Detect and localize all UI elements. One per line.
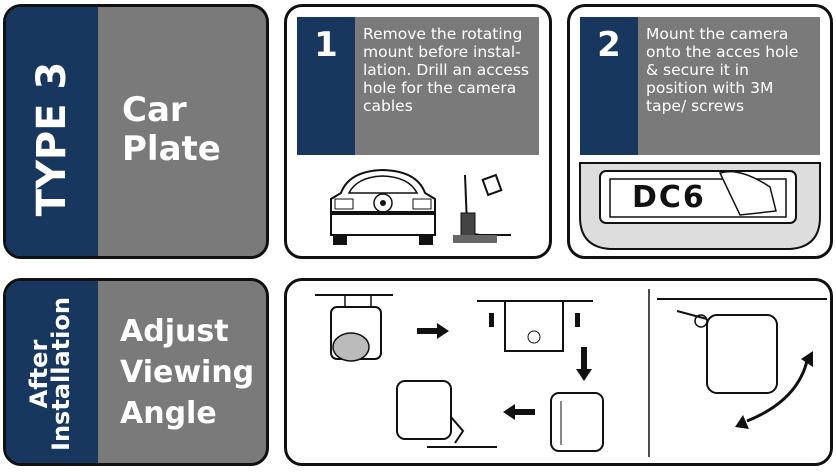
after-title-line2: Viewing [120, 355, 255, 390]
rotate-arrow-icon [735, 351, 813, 429]
step1-text: Remove the rotating mount before instal-… [355, 17, 539, 155]
adjust-angle-illustration [315, 289, 827, 457]
installation-label: Installation [47, 297, 75, 451]
mount-bracket-icon [477, 300, 593, 352]
after-title: Adjust Viewing Angle [120, 311, 254, 434]
car-rear-illustration [330, 168, 436, 245]
camera-mounted-icon [396, 380, 497, 448]
after-installation-tab-label: After Installation [25, 284, 75, 463]
after-title-line1: Adjust [120, 314, 229, 349]
after-installation-tab [6, 281, 98, 463]
adjust-angle-card [284, 278, 833, 466]
step1-number: 1 [297, 17, 355, 155]
drill-mount-illustration [453, 173, 511, 243]
step2-text: Mount the camera onto the acces hole & s… [638, 17, 820, 155]
camera-side-view-icon [550, 392, 604, 452]
type3-panel: TYPE 3 Car Plate [3, 4, 269, 259]
arrow-left-icon [503, 404, 535, 420]
angle-adjust-camera-icon [657, 298, 827, 394]
arrow-down-icon [576, 347, 592, 381]
camera-with-mount-icon [315, 294, 393, 362]
arrow-right-icon [417, 323, 449, 339]
type3-tab-label: TYPE 3 [29, 61, 75, 217]
plate-text: DC6 [632, 180, 706, 215]
type3-title: Car Plate [122, 90, 221, 170]
type3-title-line2: Plate [122, 129, 221, 170]
type3-title-line1: Car [122, 90, 187, 130]
step2-card: 2 Mount the camera onto the acces hole &… [567, 4, 833, 259]
after-installation-panel: After Installation Adjust Viewing Angle [3, 278, 269, 466]
step2-header: 2 Mount the camera onto the acces hole &… [580, 17, 820, 155]
step1-header: 1 Remove the rotating mount before insta… [297, 17, 539, 155]
step2-number: 2 [580, 17, 638, 155]
license-plate-illustration [579, 162, 821, 250]
after-title-line3: Angle [120, 396, 217, 431]
step1-card: 1 Remove the rotating mount before insta… [284, 4, 552, 259]
type3-tab [6, 7, 98, 256]
